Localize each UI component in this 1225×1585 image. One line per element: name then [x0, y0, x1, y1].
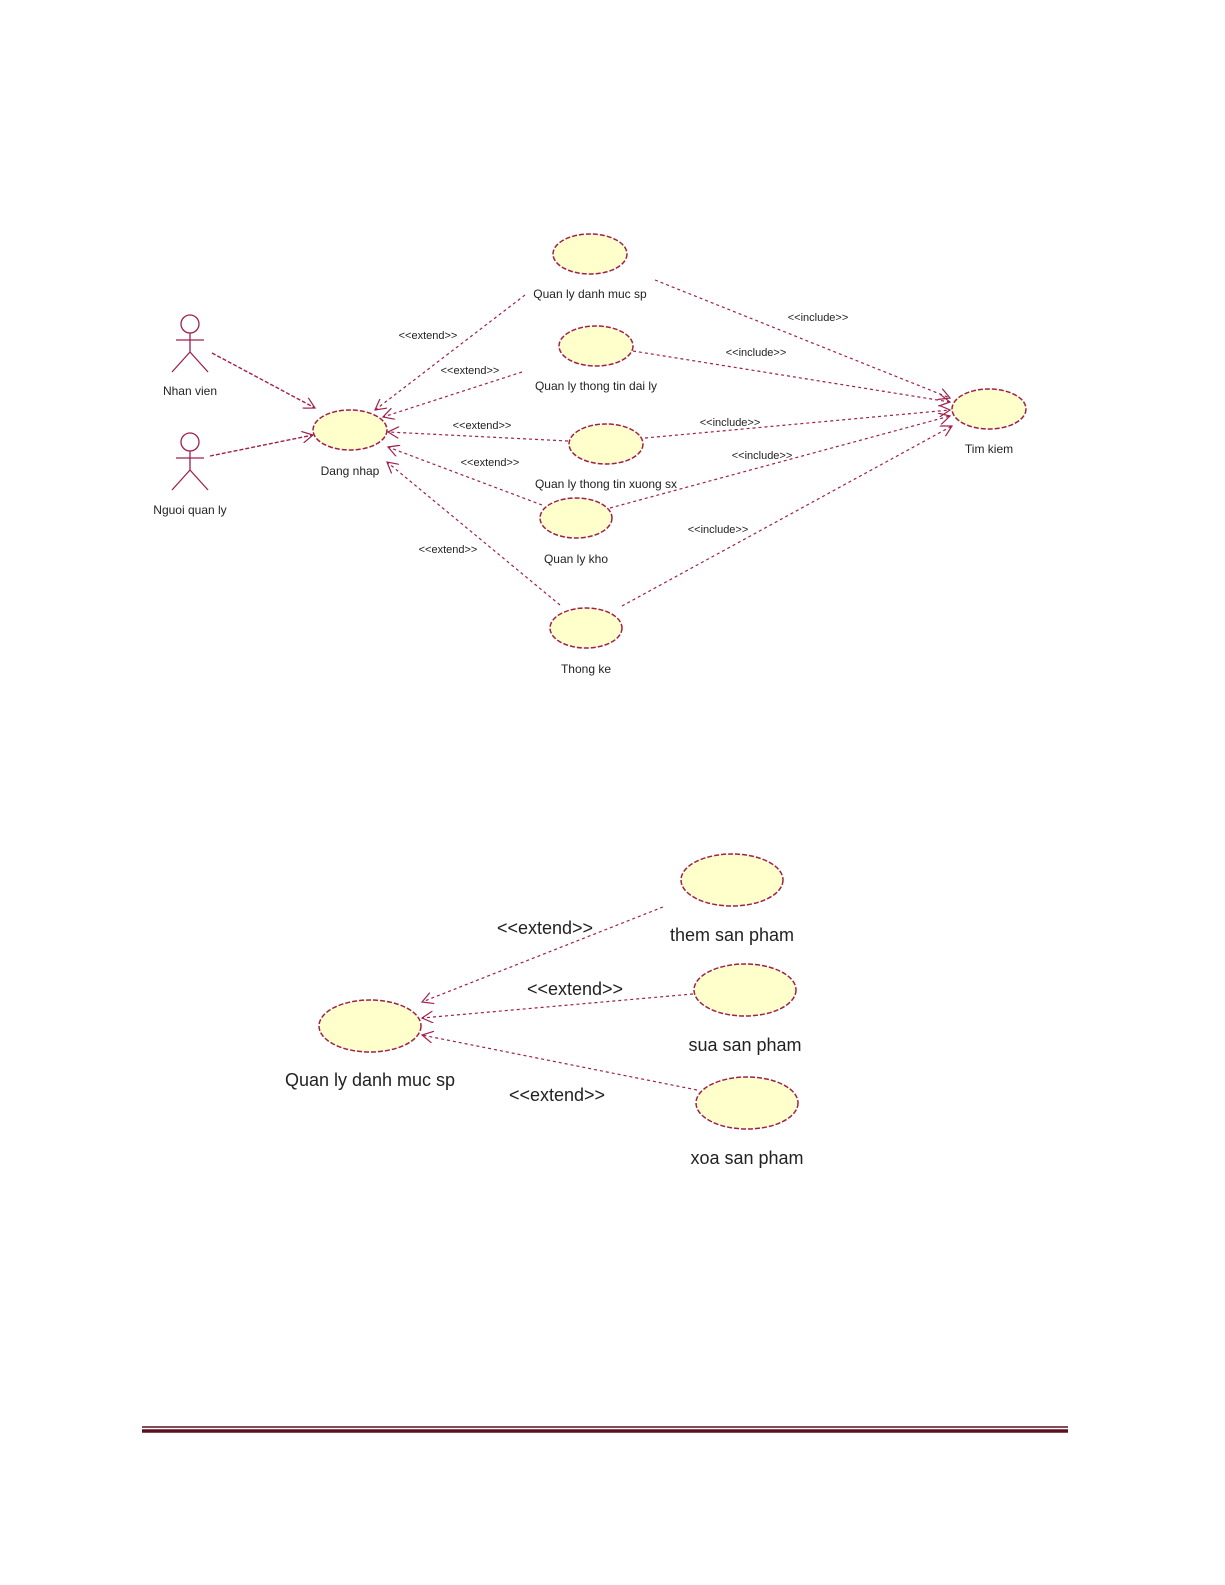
use-case-label: Quan ly danh muc sp	[533, 287, 647, 301]
use-case-dang-nhap	[312, 409, 388, 451]
use-case-them-san-pham	[680, 853, 784, 907]
use-case-label: Quan ly danh muc sp	[285, 1070, 455, 1090]
extend-line	[387, 462, 561, 606]
use-case-sua-san-pham	[693, 963, 797, 1017]
include-label: <<include>>	[688, 524, 749, 536]
use-case-quan-ly-thong-tin-xuong-sx	[568, 423, 644, 465]
extend-label: <<extend>>	[509, 1085, 605, 1105]
include-label: <<include>>	[726, 347, 787, 359]
extend-line	[383, 371, 523, 417]
extend-line	[422, 1035, 698, 1091]
association-line	[211, 352, 315, 408]
extend-label: <<extend>>	[527, 979, 623, 999]
use-case-label: Thong ke	[561, 662, 611, 676]
footer-rule	[142, 1426, 1068, 1433]
actor-nguoi-quan-ly	[171, 432, 209, 491]
include-line	[644, 410, 950, 439]
diagram-2: <<extend>> <<extend>> <<extend>> Quan ly…	[285, 853, 804, 1168]
diagram-1: Nhan vien Nguoi quan ly <<extend>> <<ext…	[153, 233, 1027, 676]
extend-label: <<extend>>	[399, 330, 458, 342]
use-case-quan-ly-danh-muc-sp	[552, 233, 628, 275]
use-case-label: Quan ly thong tin xuong sx	[535, 477, 677, 491]
include-line	[654, 279, 950, 398]
use-case-quan-ly-thong-tin-dai-ly	[558, 325, 634, 367]
use-case-label: them san pham	[670, 925, 794, 945]
include-line	[609, 416, 950, 509]
association-line	[209, 435, 313, 457]
use-case-label: sua san pham	[688, 1035, 801, 1055]
include-line	[621, 426, 952, 607]
include-label: <<include>>	[788, 312, 849, 324]
use-case-quan-ly-danh-muc-sp	[318, 999, 422, 1053]
extend-label: <<extend>>	[461, 457, 520, 469]
use-case-quan-ly-kho	[539, 497, 613, 539]
include-label: <<include>>	[700, 417, 761, 429]
extend-label: <<extend>>	[497, 918, 593, 938]
include-line	[632, 350, 950, 402]
use-case-tim-kiem	[951, 388, 1027, 430]
extend-line	[388, 432, 569, 442]
extend-line	[388, 447, 543, 506]
use-case-thong-ke	[549, 607, 623, 649]
use-case-xoa-san-pham	[695, 1076, 799, 1130]
extend-line	[375, 294, 526, 410]
use-case-label: Quan ly kho	[544, 552, 608, 566]
include-label: <<include>>	[732, 450, 793, 462]
extend-line	[422, 906, 664, 1002]
use-case-label: Tim kiem	[965, 442, 1013, 456]
actor-nhan-vien	[171, 314, 209, 373]
extend-label: <<extend>>	[453, 420, 512, 432]
use-case-label: xoa san pham	[690, 1148, 803, 1168]
use-case-label: Quan ly thong tin dai ly	[535, 379, 657, 393]
actor-label-nhan-vien: Nhan vien	[163, 384, 217, 398]
extend-label: <<extend>>	[441, 365, 500, 377]
extend-label: <<extend>>	[419, 544, 478, 556]
use-case-label: Dang nhap	[321, 464, 380, 478]
actor-label-nguoi-quan-ly: Nguoi quan ly	[153, 503, 226, 517]
